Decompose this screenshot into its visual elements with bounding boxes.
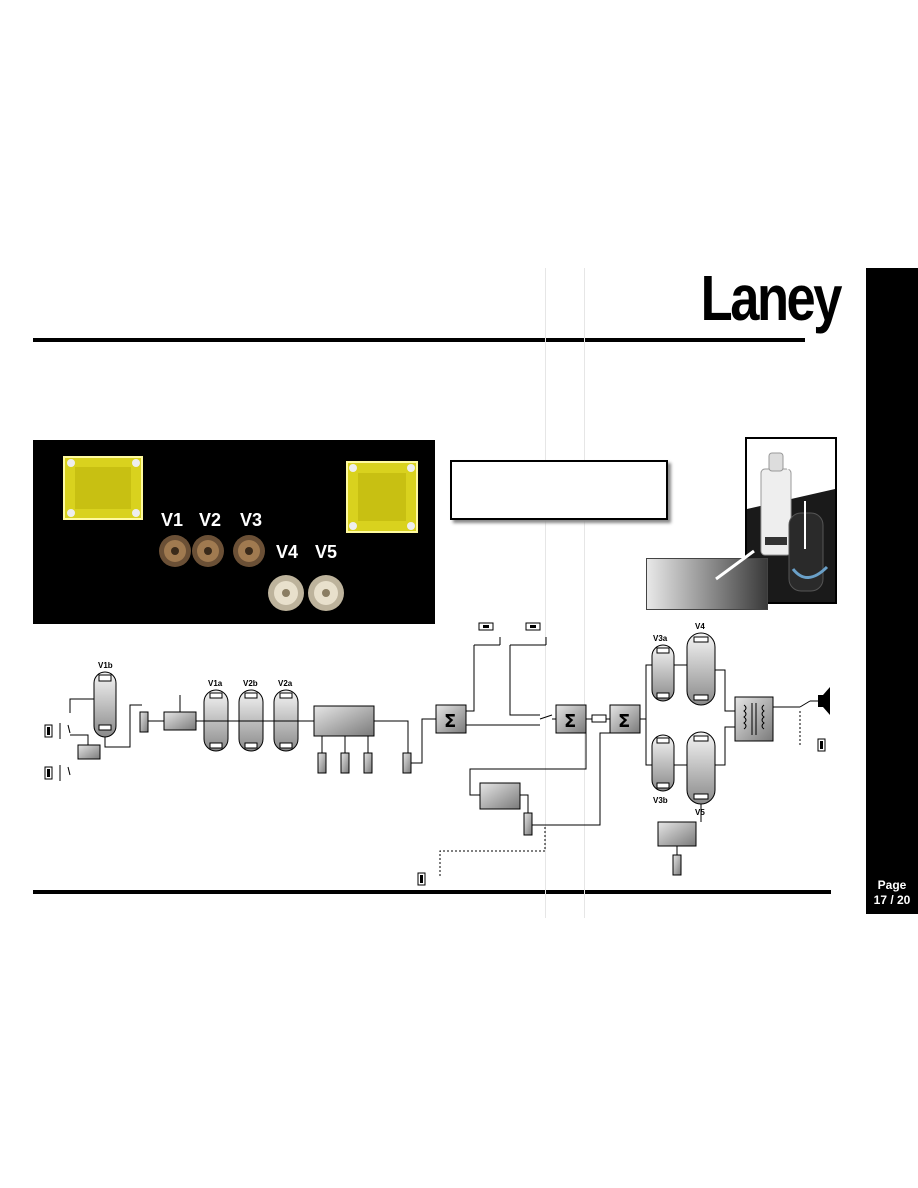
tone-stack: [313, 705, 375, 737]
footswitch-jack-a: [474, 622, 501, 646]
input-jack-1: [44, 723, 71, 739]
diagram-label-v5: V5: [695, 808, 705, 817]
resistor: [591, 714, 607, 723]
diagram-label-v1b: V1b: [98, 661, 113, 670]
diagram-label-v2b: V2b: [243, 679, 258, 688]
tube-v5: [686, 731, 716, 805]
sum-symbol-1: Σ: [444, 711, 456, 732]
footer-rule: [33, 890, 831, 894]
tube-v4: [686, 632, 716, 706]
input-jack-2: [44, 765, 71, 781]
master-pot: [402, 752, 412, 774]
bias-block: [657, 821, 697, 847]
pot-1: [139, 711, 149, 733]
sum-symbol-3: Σ: [618, 711, 630, 732]
sum-block-1: [435, 704, 467, 734]
tone-controls: [317, 736, 373, 774]
speaker-icon: [818, 687, 830, 715]
signal-path-diagram: V1b V1a V2b V2a Σ: [44, 622, 830, 886]
fold-line-right: [584, 268, 585, 918]
tube-v3b: [651, 734, 675, 792]
output-transformer-symbol: [734, 696, 774, 742]
socket-v5: [308, 575, 344, 611]
socket-v4: [268, 575, 304, 611]
speaker-jack: [817, 738, 826, 752]
chassis-label-v4: V4: [276, 542, 299, 562]
power-transformer: [63, 456, 143, 520]
chassis-illustration: [63, 456, 418, 611]
page-indicator: Page 17 / 20: [866, 878, 918, 908]
socket-v2: [192, 535, 224, 567]
brand-logo: Laney: [700, 262, 843, 334]
bias-pot: [672, 854, 682, 876]
tone-block-1: [163, 711, 197, 731]
diagram-label-v4: V4: [695, 622, 705, 631]
input-mixer-block: [77, 744, 101, 760]
chassis-label-v3: V3: [240, 510, 263, 530]
diagram-label-v3a: V3a: [653, 634, 668, 643]
chassis-top-view: V1 V2 V3 V4 V5: [33, 440, 435, 624]
footswitch-jack-b: [510, 622, 547, 646]
sum-block-2: [555, 704, 587, 734]
side-tab: [866, 268, 918, 914]
header-rule: [33, 338, 805, 342]
fold-line-left: [545, 268, 546, 918]
gradient-callout-box: [646, 558, 768, 610]
page-number: 17 / 20: [873, 893, 911, 907]
socket-v1: [159, 535, 191, 567]
tube-v3a: [651, 644, 675, 702]
sum-block-3: [609, 704, 641, 734]
tube-removal-illustration: [747, 439, 835, 602]
tube-removal-photo: [745, 437, 837, 604]
footswitch-jack-c: [417, 872, 426, 886]
diagram-label-v3b: V3b: [653, 796, 668, 805]
page-label: Page: [877, 878, 907, 892]
tube-v1b: [93, 671, 117, 738]
chassis-label-v1: V1: [161, 510, 184, 530]
callout-pointer: [715, 549, 755, 581]
sum-symbol-2: Σ: [564, 711, 576, 732]
chassis-label-v5: V5: [315, 542, 338, 562]
reverb-block: [479, 782, 521, 810]
diagram-label-v1a: V1a: [208, 679, 223, 688]
socket-v3: [233, 535, 265, 567]
reverb-pot: [523, 812, 533, 836]
chassis-label-v2: V2: [199, 510, 222, 530]
output-transformer: [346, 461, 418, 533]
diagram-label-v2a: V2a: [278, 679, 293, 688]
callout-box: [450, 460, 668, 520]
